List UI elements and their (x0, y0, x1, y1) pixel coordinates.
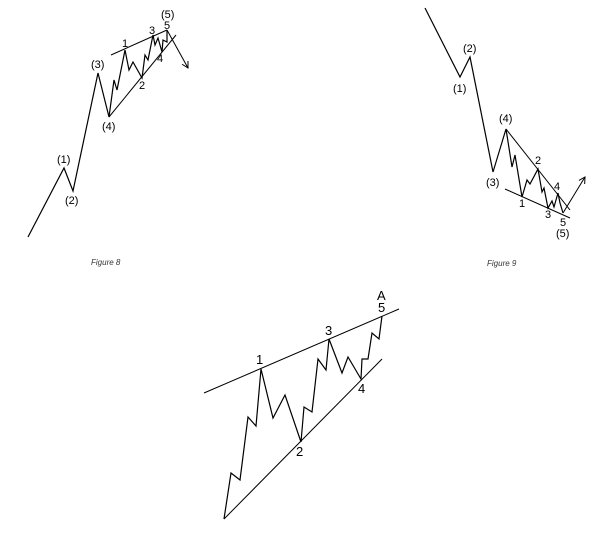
ending-diagonal-diagram: 1 2 3 4 5A (203, 288, 400, 520)
wave-path (424, 7, 564, 214)
wave-label: (5) (161, 9, 174, 21)
wave-label: (4) (499, 113, 512, 125)
lower-trendline (108, 34, 177, 118)
wave-label: 3 (325, 323, 332, 338)
wave-labels: 1 2 3 4 5A (256, 288, 386, 459)
wave-labels: (1) (2) (3) (4) (5) 1 2 3 4 5 (57, 9, 174, 207)
wave-label: 4 (157, 53, 163, 65)
upper-trendline (505, 128, 571, 211)
wave-path (27, 30, 168, 238)
wave-label: (2) (463, 43, 476, 55)
wave-label: (1) (453, 83, 466, 95)
lower-trendline (504, 188, 571, 219)
wave-label: 1 (122, 38, 128, 50)
wave-label: 2 (139, 80, 145, 92)
wave-label: 4 (358, 381, 365, 396)
figure-caption: Figure 9 (487, 259, 517, 268)
wave-label: 1 (256, 352, 263, 367)
wave-label: 2 (296, 444, 303, 459)
wave-label: 5 (378, 300, 385, 315)
wave-label: 3 (149, 25, 155, 37)
wave-label: 1 (519, 198, 525, 210)
wave-label: 3 (545, 209, 551, 221)
wave-path (223, 315, 383, 520)
wave-label: (1) (57, 154, 70, 166)
wave-label: (4) (102, 121, 115, 133)
wave-label: 5 (560, 217, 566, 229)
wave-labels: (1) (2) (3) (4) (5) 1 2 3 4 5 (453, 43, 569, 240)
figure-9-diagram: (1) (2) (3) (4) (5) 1 2 3 4 5 Figure 9 (424, 7, 586, 268)
arrow-icon (166, 29, 189, 69)
wave-label: 5 (164, 20, 170, 32)
arrow-icon (562, 176, 586, 214)
wave-label: (3) (91, 59, 104, 71)
wave-label: 2 (535, 155, 541, 167)
wave-label: (3) (486, 177, 499, 189)
upper-trendline (203, 308, 400, 394)
wave-label: A (377, 288, 386, 303)
figure-caption: Figure 8 (91, 258, 121, 267)
upper-trendline (110, 29, 168, 56)
wave-label: 4 (554, 181, 560, 193)
figure-8-diagram: (1) (2) (3) (4) (5) 1 2 3 4 5 Figure 8 (27, 9, 189, 267)
wave-label: (2) (65, 195, 78, 207)
wave-label: (5) (556, 228, 569, 240)
lower-trendline (223, 358, 383, 520)
